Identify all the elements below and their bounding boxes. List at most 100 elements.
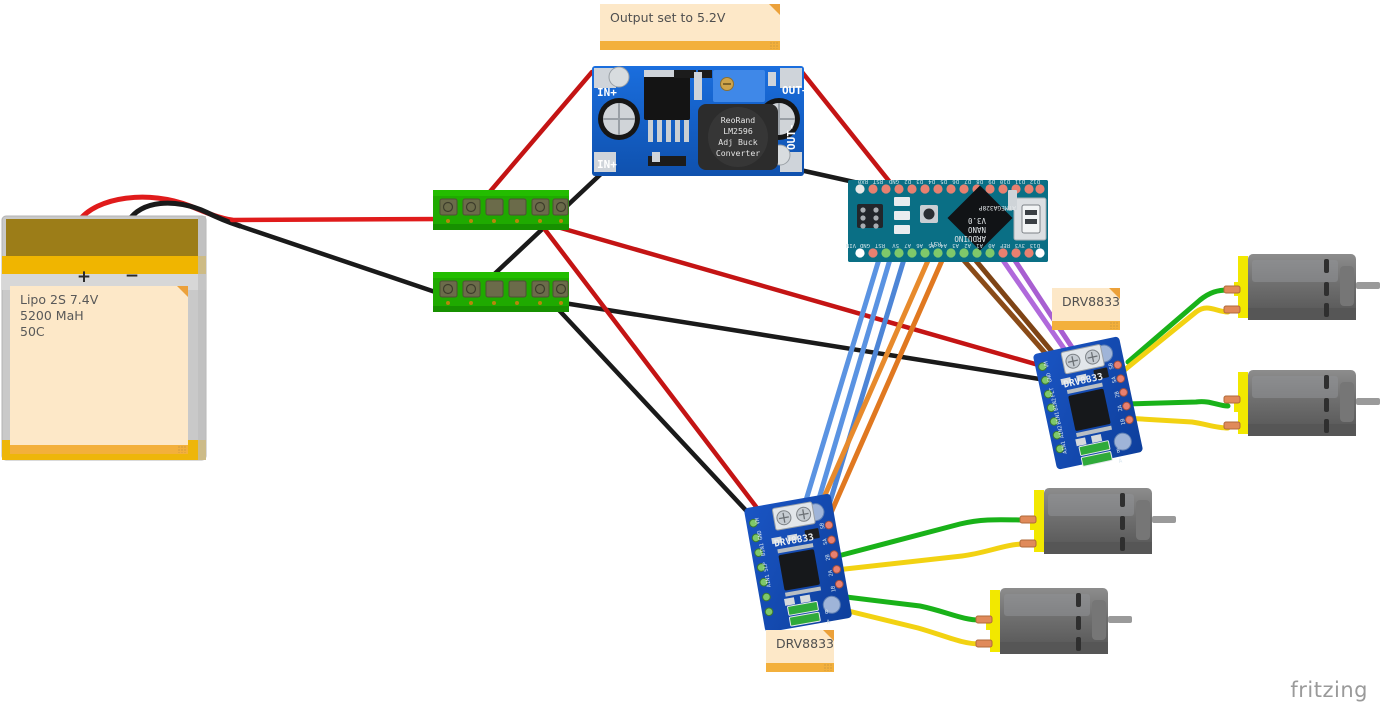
- arduino-reset-button[interactable]: [920, 205, 938, 223]
- battery-note-text: Lipo 2S 7.4V 5200 MaH 50C: [20, 292, 99, 339]
- buck-trimpot[interactable]: [713, 70, 765, 102]
- svg-text:SLP: SLP: [762, 561, 770, 572]
- motor-4[interactable]: [975, 588, 1132, 654]
- svg-text:GND: GND: [888, 178, 899, 184]
- motor-1[interactable]: [1223, 254, 1380, 320]
- svg-text:SB: SB: [1108, 362, 1115, 370]
- svg-text:Adj Buck: Adj Buck: [718, 137, 758, 147]
- motor-4-terminals[interactable]: [975, 615, 993, 648]
- buck-label-out-minus: OUT-: [785, 124, 798, 151]
- svg-text:B: B: [1116, 448, 1121, 455]
- wire-signal-blue-1[interactable]: [797, 253, 883, 523]
- svg-text:SA: SA: [1111, 375, 1118, 383]
- svg-text:1B: 1B: [831, 585, 838, 592]
- svg-text:RST: RST: [872, 178, 883, 184]
- buck-label-in-plus-top: IN+: [597, 86, 617, 99]
- svg-text:GND: GND: [757, 530, 765, 541]
- svg-text:5V: 5V: [892, 242, 899, 248]
- motor-1-terminals[interactable]: [1223, 285, 1241, 314]
- svg-text:LM2596: LM2596: [723, 126, 753, 136]
- drv8833-right-right-pads[interactable]: [1113, 360, 1134, 425]
- arduino-silk-line1: ARDUINO: [954, 234, 986, 243]
- svg-text:D5: D5: [940, 178, 947, 184]
- svg-text:D4: D4: [928, 178, 935, 184]
- arduino-icsp-header[interactable]: [857, 204, 883, 229]
- wire-battery-to-terminal-top[interactable]: [229, 216, 450, 223]
- arduino-leds: [894, 197, 910, 234]
- svg-text:ReoRand: ReoRand: [721, 115, 756, 125]
- svg-text:BIN1: BIN1: [759, 542, 767, 556]
- svg-text:D8: D8: [976, 178, 983, 184]
- drv8833-bottom-screw-terminal[interactable]: [771, 501, 816, 531]
- note-buck-output[interactable]: Output set to 5.2V: [600, 4, 780, 50]
- note-driver-right[interactable]: DRV8833: [1052, 288, 1120, 330]
- drv8833-right-screw-terminal[interactable]: [1060, 344, 1105, 375]
- battery-plus-terminal: +: [77, 267, 91, 287]
- terminal-block-bottom[interactable]: [433, 272, 569, 312]
- motor-3-terminals[interactable]: [1019, 515, 1037, 548]
- motor-2-terminals[interactable]: [1223, 395, 1241, 430]
- wire-buck-out-plus-to-arduino[interactable]: [799, 69, 896, 189]
- note-dogear-icon: [177, 286, 188, 297]
- drv8833-bottom-ic: [778, 549, 820, 591]
- wire-motor2-green[interactable]: [1123, 399, 1231, 409]
- wire-battery-minus[interactable]: [125, 200, 243, 229]
- svg-text:A7: A7: [904, 242, 911, 248]
- arduino-header-bottom[interactable]: [855, 248, 1045, 258]
- wire-terminal-to-drv-bottom-gnd[interactable]: [554, 305, 771, 537]
- drv8833-bottom-jumpers[interactable]: [787, 600, 821, 627]
- drv8833-bottom-left-pads[interactable]: [749, 518, 774, 617]
- arduino-silk-line3: V3.0: [967, 216, 986, 225]
- svg-text:D10: D10: [1000, 178, 1010, 184]
- wire-terminal-to-drv-right-gnd[interactable]: [542, 297, 1055, 384]
- motor-2[interactable]: [1223, 370, 1380, 436]
- note-resize-grip[interactable]: [824, 664, 832, 671]
- drv8833-right-left-pads[interactable]: [1038, 362, 1065, 454]
- svg-text:REF: REF: [999, 242, 1010, 248]
- note-driver-bottom-text: DRV8833: [776, 636, 834, 651]
- battery-note[interactable]: Lipo 2S 7.4V 5200 MaH 50C: [10, 286, 188, 454]
- note-resize-grip[interactable]: [1110, 322, 1118, 329]
- note-resize-grip[interactable]: [770, 42, 778, 49]
- svg-text:A0: A0: [988, 242, 995, 248]
- drv8833-bottom[interactable]: DRV8833 VM GND BIN1 SLP AIN1 SB SA 2B 2A…: [744, 493, 853, 636]
- note-resize-grip[interactable]: [178, 446, 186, 453]
- wire-motor3-green[interactable]: [835, 517, 1027, 559]
- arduino-usb-port[interactable]: [1013, 197, 1047, 241]
- wire-motor3-yellow[interactable]: [833, 541, 1027, 573]
- wire-battery-to-terminal-bottom[interactable]: [237, 223, 453, 300]
- svg-text:RST: RST: [874, 242, 885, 248]
- terminal-block-top[interactable]: [433, 190, 569, 230]
- arduino-crystal: [1008, 190, 1017, 210]
- arduino-header-top[interactable]: [855, 184, 1045, 194]
- arduino-silk-rst: RST: [930, 240, 941, 247]
- wire-signal-blue-3[interactable]: [819, 253, 908, 531]
- buck-label-out-plus: OUT+: [782, 84, 809, 97]
- svg-text:Converter: Converter: [716, 148, 760, 158]
- wire-motor4-green[interactable]: [835, 593, 983, 623]
- drv8833-right[interactable]: DRV8833 VM GND FLT BIN2 BIN1 AIN2 AIN1 S…: [1033, 336, 1145, 478]
- note-driver-bottom[interactable]: DRV8833: [766, 630, 834, 672]
- svg-text:GND: GND: [1046, 372, 1054, 383]
- wire-terminal-to-drv-bottom-vm[interactable]: [540, 224, 773, 528]
- svg-text:VM: VM: [1043, 360, 1050, 368]
- wire-signal-blue-2[interactable]: [809, 253, 894, 525]
- svg-text:SA: SA: [822, 537, 829, 545]
- drv8833-right-jumpers[interactable]: [1078, 440, 1113, 467]
- drv8833-bottom-right-pads[interactable]: [824, 520, 844, 589]
- motor-3[interactable]: [1019, 488, 1176, 554]
- signal-wires-bottom-driver: [797, 253, 947, 559]
- wire-motor4-yellow[interactable]: [833, 605, 983, 647]
- svg-text:A1: A1: [976, 242, 983, 248]
- wire-signal-orange-2[interactable]: [809, 253, 947, 559]
- arduino-silk-mcu: ATMEGA328P: [978, 204, 1016, 211]
- wire-terminal-to-drv-right-vm[interactable]: [537, 219, 1059, 373]
- svg-text:VM: VM: [754, 517, 761, 525]
- buck-label-in-plus-bottom: IN+: [597, 158, 617, 171]
